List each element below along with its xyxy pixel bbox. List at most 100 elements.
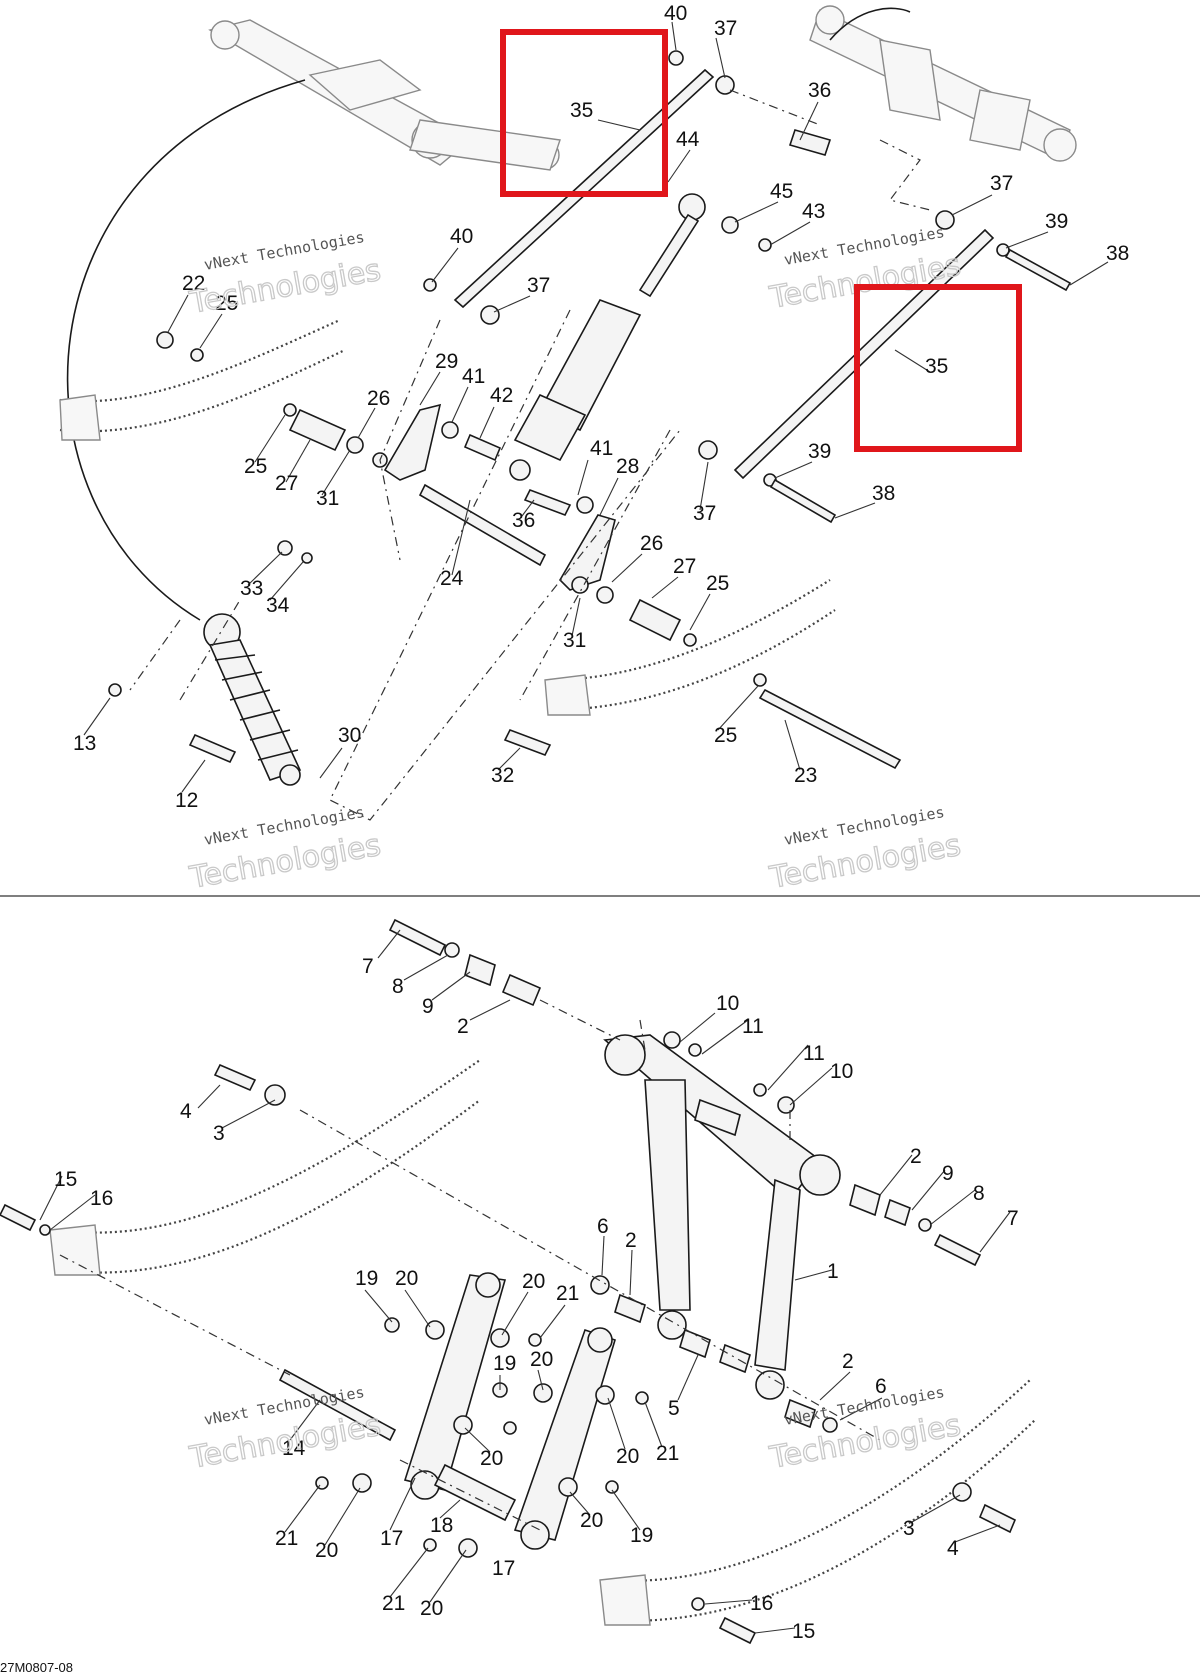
leader-line	[769, 221, 811, 246]
callout-20-top-left: 20	[395, 1267, 418, 1290]
callout-18: 18	[430, 1514, 453, 1537]
callout-20-mid: 20	[530, 1348, 553, 1371]
callout-11-top: 11	[742, 1015, 764, 1038]
leader-line	[577, 459, 589, 496]
leader-line	[451, 499, 471, 576]
callout-41-lower: 41	[590, 437, 613, 460]
centerline-bottom-1	[539, 999, 621, 1041]
leader-line	[39, 1175, 63, 1221]
leader-line	[717, 685, 759, 731]
link-right-eye-bottom	[520, 1520, 550, 1550]
right-rail-bottom	[549, 609, 836, 712]
center-shock	[509, 193, 706, 481]
leader-line	[599, 477, 619, 516]
bushing-27-right	[628, 598, 682, 642]
callout-6-lower: 6	[875, 1375, 887, 1398]
callout-37-top: 37	[714, 17, 737, 40]
highlight-box-right	[854, 284, 1022, 452]
callout-17-right: 17	[492, 1557, 515, 1580]
callout-6-mid: 6	[597, 1215, 609, 1238]
highlight-box-left	[500, 29, 668, 197]
callout-44: 44	[676, 128, 700, 151]
leader-line	[784, 719, 801, 771]
leader-lines	[39, 21, 1109, 1634]
callout-38-mid: 38	[872, 482, 895, 505]
leader-line	[49, 1194, 96, 1231]
centerline-top-1	[729, 89, 821, 126]
callout-32: 32	[491, 764, 514, 787]
callout-1: 1	[827, 1260, 839, 1283]
rod-left	[453, 68, 715, 309]
callout-15-left: 15	[54, 1168, 77, 1191]
callout-36-top: 36	[808, 79, 831, 102]
rear-cross-shaft-ghost	[809, 5, 1077, 162]
callout-13: 13	[73, 732, 96, 755]
hardware-top	[108, 50, 1072, 764]
bottom-right-rail-end	[599, 1574, 651, 1626]
callout-4-right: 4	[947, 1537, 959, 1560]
leader-line	[197, 1084, 221, 1109]
leader-line	[789, 1067, 833, 1106]
leader-line	[629, 1249, 633, 1296]
callout-8-left: 8	[392, 975, 404, 998]
callout-4-left: 4	[180, 1100, 192, 1123]
callout-20-low-right: 20	[580, 1509, 603, 1532]
leader-line	[951, 194, 993, 216]
leader-line	[221, 1099, 276, 1129]
watermark-4: vNext Technologies Technologies	[766, 803, 964, 897]
callout-42: 42	[490, 384, 513, 407]
centerline-bottom-6	[399, 1459, 541, 1531]
leader-line	[754, 1627, 796, 1634]
callout-45: 45	[770, 180, 793, 203]
leader-line	[679, 1012, 716, 1043]
centerline-top-5	[129, 619, 181, 691]
rear-shock	[203, 613, 302, 786]
callout-19-low: 19	[630, 1524, 653, 1547]
swing-arm	[603, 1034, 841, 1400]
leader-line	[431, 971, 471, 1001]
leader-line	[284, 1484, 321, 1533]
callout-11-right: 11	[803, 1042, 825, 1065]
callout-41-upper: 41	[462, 365, 485, 388]
right-rail-top	[549, 579, 831, 682]
callout-10-right: 10	[830, 1060, 853, 1083]
leader-line	[569, 1491, 591, 1516]
callout-36-mid: 36	[512, 509, 535, 532]
leader-line	[181, 759, 206, 793]
leader-line	[539, 1304, 566, 1339]
leader-line	[199, 313, 223, 349]
leader-line	[389, 1547, 429, 1598]
leader-line	[289, 1399, 321, 1441]
callout-8-right: 8	[973, 1182, 985, 1205]
leader-line	[403, 954, 449, 981]
leader-line	[497, 747, 521, 771]
callout-3-left: 3	[213, 1122, 225, 1145]
leader-line	[911, 1169, 946, 1211]
leader-line	[671, 21, 677, 51]
bellcrank-left	[383, 403, 442, 481]
callout-31-right: 31	[563, 629, 586, 652]
bottom-left-rail-top	[59, 1059, 481, 1234]
leader-line	[469, 999, 511, 1021]
centerline-top-3	[379, 319, 441, 561]
leader-line	[83, 697, 111, 736]
hardware-bottom	[0, 918, 1017, 1645]
leader-line	[357, 407, 376, 439]
callout-7-left: 7	[362, 955, 374, 978]
callouts: 40 37 36 35 44 45 43 37 39 38 40 37 22 2…	[54, 2, 1129, 1643]
leader-line	[767, 1044, 809, 1091]
callout-27-left: 27	[275, 472, 298, 495]
leader-line	[704, 1599, 753, 1605]
shaft-14	[278, 1368, 397, 1442]
axle-23	[758, 688, 902, 770]
callout-5: 5	[668, 1397, 680, 1420]
right-rail-end	[544, 674, 591, 716]
leader-line	[479, 406, 495, 439]
leader-line	[794, 1269, 833, 1281]
callout-40-top: 40	[664, 2, 687, 25]
leader-line	[879, 1154, 913, 1196]
leader-line	[501, 1291, 529, 1336]
leader-line	[819, 1371, 851, 1401]
leader-line	[799, 101, 819, 141]
leader-line	[954, 1524, 1001, 1543]
